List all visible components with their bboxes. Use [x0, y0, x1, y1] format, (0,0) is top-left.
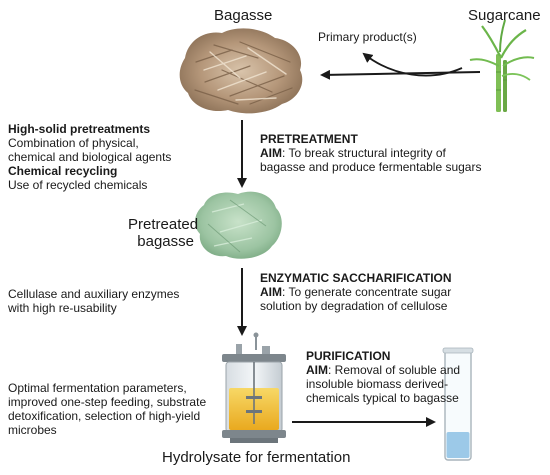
- purification-aim-label: AIM: [306, 363, 328, 377]
- hydrolysate-label: Hydrolysate for fermentation: [162, 449, 351, 466]
- pretreatment-note-line-2: chemical and biological agents: [8, 150, 172, 164]
- sugarcane-plant-image: [469, 19, 535, 112]
- sugarcane-to-bagasse-arrow: [320, 69, 481, 80]
- fermentation-note-line-1: Optimal fermentation parameters,: [8, 381, 187, 395]
- pretreatment-aim-label: AIM: [260, 146, 282, 160]
- saccharification-note-line-1: Cellulase and auxiliary enzymes: [8, 287, 180, 301]
- purification-aim-line-3: chemicals typical to bagasse: [306, 391, 459, 405]
- pretreated-bagasse-image: [195, 191, 282, 259]
- bioreactor-image: [222, 332, 286, 443]
- pretreated-label-line-2: bagasse: [137, 233, 194, 250]
- bagasse-label: Bagasse: [214, 7, 273, 24]
- pretreatment-aim-line-2: bagasse and produce fermentable sugars: [260, 160, 482, 174]
- fermentation-note-line-2: improved one-step feeding, substrate: [8, 395, 207, 409]
- pretreatment-aim-line-1: : To break structural integrity of: [282, 146, 446, 160]
- fermentation-note-line-4: microbes: [8, 423, 57, 437]
- purification-aim-line-1: : Removal of soluble and: [328, 363, 461, 377]
- saccharification-aim-label: AIM: [260, 285, 282, 299]
- primary-product-label: Primary product(s): [318, 30, 417, 44]
- purification-title: PURIFICATION: [306, 349, 391, 363]
- pretreatment-step: PRETREATMENT AIM: To break structural in…: [260, 132, 481, 174]
- purification-step: PURIFICATION AIM: Removal of soluble and…: [306, 349, 460, 405]
- saccharification-step: ENZYMATIC SACCHARIFICATION AIM: To gener…: [260, 271, 452, 313]
- saccharification-title: ENZYMATIC SACCHARIFICATION: [260, 271, 452, 285]
- pretreatment-note-title-1: High-solid pretreatments: [8, 122, 151, 136]
- pretreatment-left-notes: High-solid pretreatments Combination of …: [8, 122, 171, 192]
- pretreatment-note-line-1: Combination of physical,: [8, 136, 139, 150]
- pretreated-bagasse-label: Pretreated bagasse: [128, 216, 199, 250]
- saccharification-left-notes: Cellulase and auxiliary enzymes with hig…: [8, 287, 179, 315]
- pretreatment-title: PRETREATMENT: [260, 132, 358, 146]
- pretreatment-note-title-2: Chemical recycling: [8, 164, 118, 178]
- saccharification-note-line-2: with high re-usability: [8, 301, 117, 315]
- sugarcane-label: Sugarcane: [468, 7, 541, 24]
- primary-product-arrow: [362, 52, 463, 77]
- purification-aim-line-2: insoluble biomass derived-: [306, 377, 449, 391]
- bagasse-pile-image: [179, 28, 303, 114]
- pretreated-label-line-1: Pretreated: [128, 216, 199, 233]
- fermentation-note-line-3: detoxification, selection of high-yield: [8, 409, 201, 423]
- saccharification-aim-line-1: : To generate concentrate sugar: [282, 285, 452, 299]
- pretreatment-note-line-3: Use of recycled chemicals: [8, 178, 148, 192]
- test-tube-image: [442, 347, 474, 461]
- fermentation-left-notes: Optimal fermentation parameters, improve…: [8, 381, 206, 437]
- saccharification-aim-line-2: solution by degradation of cellulose: [260, 299, 448, 313]
